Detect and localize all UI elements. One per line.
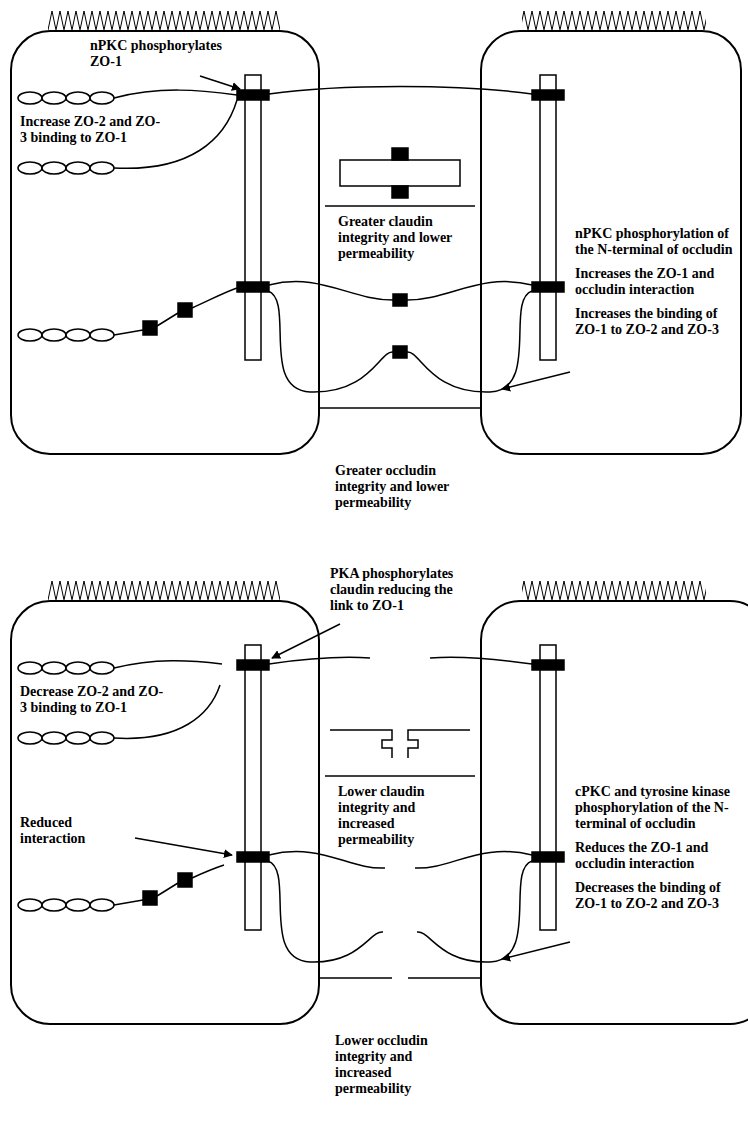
junction-bar [532, 852, 564, 862]
occludin-loop [268, 861, 383, 962]
zo-chain [18, 162, 114, 174]
zo-chain [18, 92, 114, 104]
annotation-label: PKA phosphorylates claudin reducing the … [330, 566, 478, 614]
junction-rod [540, 645, 556, 930]
annotation-text: Reduces the ZO-1 and occludin interactio… [575, 840, 733, 872]
phospho-site [143, 891, 157, 905]
junction-rod [540, 75, 556, 360]
leader-arrow [135, 838, 232, 855]
junction-bar [237, 90, 269, 100]
bottom-panel [18, 580, 706, 978]
claudin-strand [269, 87, 532, 95]
junction-bar [237, 660, 269, 670]
annotation-text: Decrease ZO-2 and ZO-3 binding to ZO-1 [20, 684, 165, 716]
phospho-site [178, 303, 192, 317]
annotation-label: Greater occludin integrity and lower per… [335, 463, 465, 511]
annotation-text: nPKC phosphorylates ZO-1 [90, 38, 245, 70]
cell-outline: nPKC phosphorylation of the N-terminal o… [480, 30, 742, 455]
claudin-box [340, 160, 460, 186]
leader-arrow [502, 372, 570, 389]
zo-chain [18, 662, 114, 674]
leader-arrow [502, 942, 570, 959]
zo-link [114, 661, 222, 668]
leader-arrow [200, 76, 240, 89]
microvilli [48, 580, 280, 600]
annotation-text: cPKC and tyrosine kinase phosphorylation… [575, 784, 733, 832]
cell-outline: Decrease ZO-2 and ZO-3 binding to ZO-1Re… [10, 600, 320, 1025]
cell-outline: cPKC and tyrosine kinase phosphorylation… [480, 600, 748, 1025]
cell-outline: nPKC phosphorylates ZO-1Increase ZO-2 an… [10, 30, 320, 455]
claudin-fragment [408, 730, 470, 758]
zo-link [114, 865, 224, 905]
occludin-site [393, 294, 407, 306]
membrane-line [325, 205, 475, 207]
annotation-text: Increase ZO-2 and ZO-3 binding to ZO-1 [20, 114, 165, 146]
occludin-loop [417, 861, 532, 962]
annotation-text: Increases the binding of ZO-1 to ZO-2 an… [575, 306, 733, 338]
zo-chain [18, 899, 114, 911]
top-panel [18, 10, 706, 408]
zo-link [114, 288, 237, 335]
membrane-line [320, 407, 480, 409]
annotation-text: Increases the ZO-1 and occludin interact… [575, 266, 733, 298]
zo-link [114, 100, 237, 168]
annotation-label: Lower claudin integrity and increased pe… [338, 784, 462, 848]
leader-arrow [272, 624, 340, 658]
zo-link [114, 90, 237, 98]
junction-bar [237, 282, 269, 292]
junction-rod [245, 75, 261, 360]
microvilli [48, 10, 280, 30]
annotation-label: Greater claudin integrity and lower perm… [338, 214, 462, 262]
annotation-text: Reduced interaction [20, 815, 130, 847]
junction-rod [245, 645, 261, 930]
junction-bar [532, 282, 564, 292]
occludin-site [393, 346, 407, 358]
annotation-text: Decreases the binding of ZO-1 to ZO-2 an… [575, 880, 733, 912]
claudin-site [392, 148, 408, 160]
phospho-site [178, 873, 192, 887]
membrane-line [325, 775, 475, 777]
microvilli [522, 10, 706, 30]
occludin-strand [269, 852, 532, 869]
claudin-fragment [330, 730, 392, 758]
claudin-site [392, 186, 408, 198]
occludin-loop [407, 291, 532, 392]
microvilli [522, 580, 706, 600]
zo-chain [18, 329, 114, 341]
occludin-loop [268, 291, 393, 392]
phospho-site [143, 321, 157, 335]
junction-bar [237, 852, 269, 862]
junction-bar [532, 90, 564, 100]
zo-chain [18, 732, 114, 744]
annotation-label: Lower occludin integrity and increased p… [335, 1033, 465, 1097]
membrane-line [320, 977, 480, 979]
annotation-text: nPKC phosphorylation of the N-terminal o… [575, 226, 733, 258]
junction-bar [532, 660, 564, 670]
claudin-strand [269, 657, 532, 664]
